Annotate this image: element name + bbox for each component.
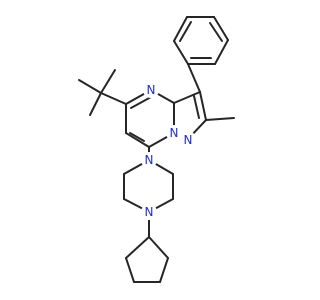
phenyl-group <box>173 16 229 93</box>
atom-n-bridgehead: N <box>166 125 182 141</box>
atom-n-pyrimidine: N <box>143 82 159 98</box>
bond <box>89 92 102 116</box>
bond <box>193 95 200 119</box>
atom-label: N <box>145 205 154 219</box>
atom-label: N <box>170 126 179 140</box>
bond <box>173 40 189 65</box>
bond <box>78 79 102 94</box>
bond <box>214 39 229 65</box>
bond <box>129 132 145 142</box>
bond <box>213 16 229 41</box>
methyl-bond <box>205 117 235 121</box>
bond <box>130 96 152 109</box>
bond <box>179 21 192 42</box>
atom-label: N <box>145 153 154 167</box>
atom-label: N <box>184 133 193 147</box>
tert-butyl-group <box>78 69 127 116</box>
atom-n-piperazine-bottom: N <box>141 204 157 220</box>
bond <box>209 22 223 42</box>
bond <box>148 236 169 259</box>
bond <box>100 69 116 94</box>
bond <box>199 91 207 121</box>
pyrimidine-ring <box>125 89 175 148</box>
cyclopentyl-ring <box>125 236 169 283</box>
bond <box>159 257 169 283</box>
bond <box>173 16 188 42</box>
bond <box>125 132 150 148</box>
bond <box>187 63 201 93</box>
bond <box>125 257 135 283</box>
bond <box>100 92 127 105</box>
atom-n-pyrazole: N <box>180 131 196 147</box>
atom-n-piperazine-top: N <box>141 152 157 168</box>
atom-label: N <box>147 83 156 97</box>
bond <box>173 91 201 104</box>
chemical-structure: N N N N N <box>78 16 235 283</box>
bond <box>125 236 150 259</box>
